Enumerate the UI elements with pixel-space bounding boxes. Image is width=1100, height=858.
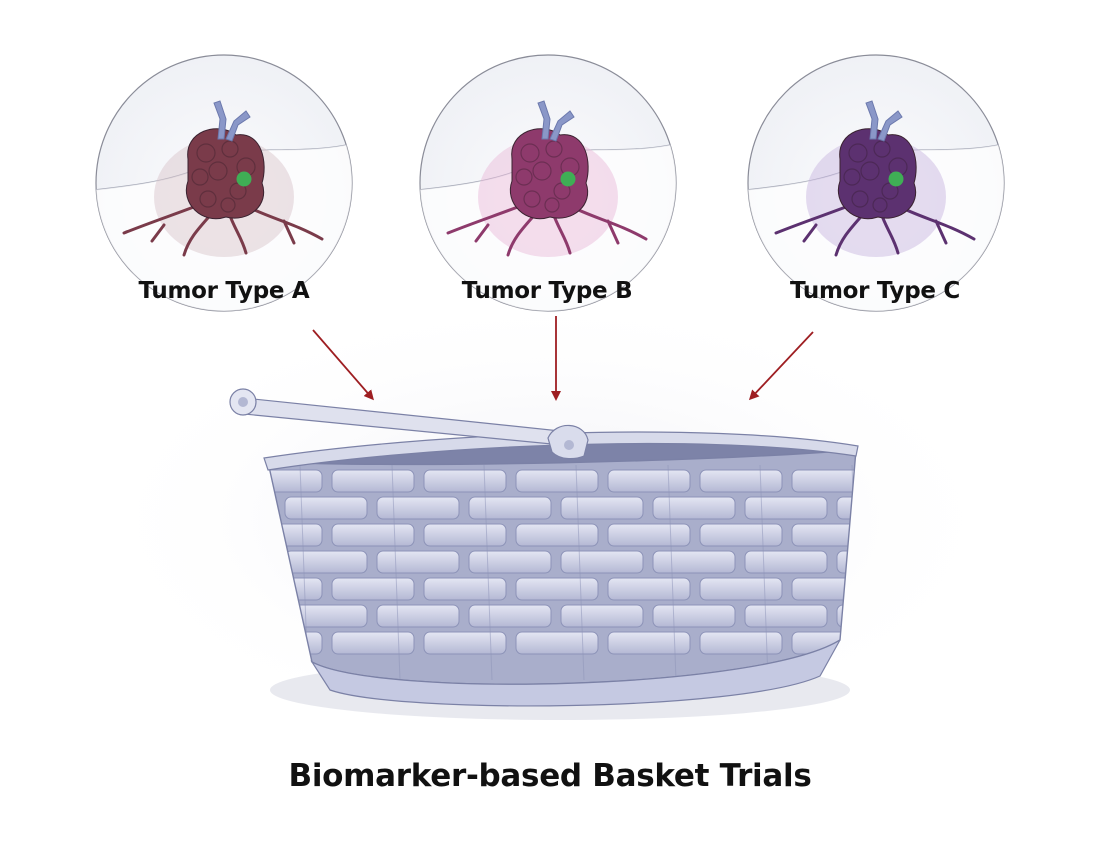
- receptor-icon: [865, 100, 903, 142]
- receptor-icon: [537, 100, 575, 142]
- caption: Biomarker-based Basket Trials: [288, 758, 812, 794]
- tumor-body-c: [837, 128, 917, 220]
- tumor-body-b: [509, 128, 589, 220]
- biomarker-dot: [236, 171, 252, 187]
- basket: [229, 388, 859, 720]
- arrows: [312, 316, 814, 401]
- basket-rim: [263, 431, 859, 471]
- receptor-icon: [213, 100, 251, 142]
- tumor-body-a: [185, 128, 265, 220]
- arrow-a: [312, 329, 374, 401]
- tumor-circle-b: [419, 54, 677, 312]
- basket-weave: [268, 464, 856, 681]
- tumor-type-a-label: Tumor Type A: [138, 278, 310, 304]
- tumor-type-c-label: Tumor Type C: [790, 278, 960, 304]
- biomarker-dot: [560, 171, 576, 187]
- biomarker-dot: [888, 171, 904, 187]
- basket-base: [310, 638, 842, 707]
- tumor-circle-a: [95, 54, 353, 312]
- tumor-type-b-label: Tumor Type B: [461, 278, 633, 304]
- arrow-c: [748, 331, 814, 401]
- tumor-circle-c: [747, 54, 1005, 312]
